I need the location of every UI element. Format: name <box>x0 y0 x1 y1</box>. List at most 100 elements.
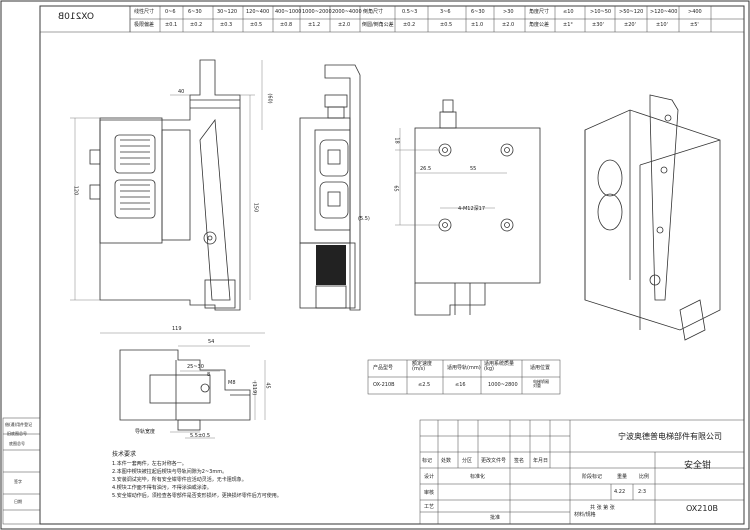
notes-line: 5.安全钳动作后，须检查各零部件是否变形损坏，更换损坏零件后方可使用。 <box>112 493 282 499</box>
notes-title: 技术要求 <box>112 451 137 458</box>
tol-linear-range: 30~120 <box>217 9 238 15</box>
spec-cell-rail: ≤16 <box>455 382 466 388</box>
strip-label: 日期 <box>14 499 22 504</box>
tb-drawing-code: OX210B <box>686 504 719 513</box>
dim-front-120: 120 <box>72 185 79 196</box>
tb-hdr-docno: 更改文件号 <box>481 458 507 464</box>
strip-label: 签字 <box>14 479 22 484</box>
tol-linear-range: 6~30 <box>188 9 202 15</box>
tol-linear-tol: ±2.0 <box>338 22 351 28</box>
tol-linear-tol: ±1.2 <box>308 22 321 28</box>
tol-linear-range: 120~400 <box>246 9 270 15</box>
tb-sheet: 共 张 第 张 <box>590 505 615 511</box>
title-block <box>419 419 745 525</box>
tol-linear-tol: ±0.8 <box>280 22 293 28</box>
tb-scale-val: 2:3 <box>638 489 647 495</box>
dim-back-55: 55 <box>470 166 477 172</box>
tb-scale: 比例 <box>639 474 650 480</box>
dim-back-holes: 4-M12深17 <box>458 206 486 212</box>
strip-label: 旧底图总号 <box>7 431 27 436</box>
dim-back-265: 26.5 <box>420 166 432 172</box>
tol-angle-range: >10~50 <box>590 9 612 15</box>
tb-company: 宁波奥德普电梯部件有限公司 <box>618 432 722 441</box>
spec-header-model: 产品型号 <box>373 365 394 371</box>
spec-header-speed: 额定速度 (m/s) <box>412 361 433 372</box>
notes-line: 1.本件一套两件，左右对称各一。 <box>112 461 187 467</box>
tol-linear-range: 1000~2000 <box>302 9 332 15</box>
tol-chamfer-tol: ±1.0 <box>471 22 484 28</box>
tb-weight: 重量 <box>617 474 628 480</box>
tb-role-approve: 批准 <box>490 515 501 521</box>
notes-line: 2.本图中楔块被拉起后楔块与导轨间隙为2~3mm。 <box>112 469 228 475</box>
dim-plan-119b: (119) <box>251 381 258 396</box>
tol-chamfer-tol-header: 倒圆/倒角公差 <box>362 22 394 28</box>
back-view <box>414 99 541 316</box>
spec-header-mass: 适用系统质量 (kg) <box>484 361 515 372</box>
tb-role-design: 设计 <box>424 474 435 480</box>
dim-plan-119: 119 <box>172 326 182 332</box>
dim-plan-8: 8 <box>207 372 211 378</box>
tb-role-review: 审核 <box>424 490 435 496</box>
spec-header-position: 适用位置 <box>530 365 551 371</box>
tolerance-table <box>129 5 745 33</box>
tol-linear-tol: ±0.3 <box>220 22 233 28</box>
tol-linear-range: 2000~4000 <box>332 9 362 15</box>
side-view <box>299 64 361 311</box>
tol-angle-tol: ±1° <box>563 22 573 28</box>
strip-label: 底图总号 <box>9 441 25 446</box>
tol-chamfer-range: 0.5~3 <box>402 9 418 15</box>
tol-linear-range: 0~6 <box>165 9 176 15</box>
side-view-brake-pad <box>316 245 346 285</box>
tol-linear-tol-header: 极限偏差 <box>134 22 155 28</box>
tb-material: 材料/规格 <box>574 512 596 518</box>
tol-linear-tol: ±0.5 <box>250 22 263 28</box>
tb-hdr-zone: 分区 <box>462 458 473 464</box>
dim-plan-45: 45 <box>264 382 271 389</box>
tol-angle-header: 角度尺寸 <box>529 9 550 15</box>
tb-hdr-date: 年月日 <box>533 458 549 464</box>
tol-linear-header: 线性尺寸 <box>134 9 155 15</box>
tb-hdr-mark: 标记 <box>422 458 433 464</box>
tol-angle-range: ≤10 <box>563 9 574 15</box>
tol-chamfer-tol: ±2.0 <box>502 22 515 28</box>
tol-angle-range: >120~400 <box>650 9 678 15</box>
tol-angle-range: >50~120 <box>619 9 644 15</box>
dim-plan-54: 54 <box>208 339 215 345</box>
tol-chamfer-range: 6~30 <box>471 9 485 15</box>
dim-front-150: 150 <box>252 202 259 213</box>
tol-angle-tol: ±10' <box>656 22 668 28</box>
tb-stage-mark: 阶段标记 <box>582 474 603 480</box>
spec-table <box>367 359 561 395</box>
dim-side-55: (5.5) <box>358 216 370 222</box>
tol-angle-range: >400 <box>688 9 702 15</box>
dim-back-18: 18 <box>393 137 400 144</box>
tol-chamfer-tol: ±0.5 <box>440 22 453 28</box>
tb-product-name: 安全钳 <box>684 461 712 471</box>
spec-cell-position: 电梯轿厢 对重 <box>533 379 549 388</box>
tb-role-craft: 工艺 <box>424 504 435 510</box>
tb-hdr-count: 处数 <box>441 458 452 464</box>
isometric-view <box>584 94 721 341</box>
tol-chamfer-range: 3~6 <box>440 9 451 15</box>
plan-view <box>119 349 251 431</box>
tb-weight-val: 4.22 <box>614 489 626 495</box>
tb-hdr-sign: 签名 <box>514 458 525 464</box>
tol-angle-tol-header: 角度公差 <box>529 22 550 28</box>
dim-front-40: 40 <box>178 89 185 95</box>
back-view-dims <box>395 128 507 226</box>
dim-plan-m8: M8 <box>228 380 236 386</box>
dim-plan-55: 5.5±0.5 <box>190 433 211 439</box>
tol-angle-tol: ±30' <box>592 22 604 28</box>
spec-cell-speed: ≤2.5 <box>418 382 431 388</box>
plan-view-dims <box>100 332 266 439</box>
tb-role-std: 标准化 <box>470 474 486 480</box>
tol-chamfer-tol: ±0.2 <box>403 22 416 28</box>
inner-border <box>39 5 745 525</box>
spec-cell-mass: 1000~2800 <box>488 382 518 388</box>
tol-angle-tol: ±5' <box>690 22 699 28</box>
tol-linear-range: 400~1000 <box>275 9 302 15</box>
tol-chamfer-header: 倒角尺寸 <box>363 9 384 15</box>
tol-linear-tol: ±0.2 <box>190 22 203 28</box>
